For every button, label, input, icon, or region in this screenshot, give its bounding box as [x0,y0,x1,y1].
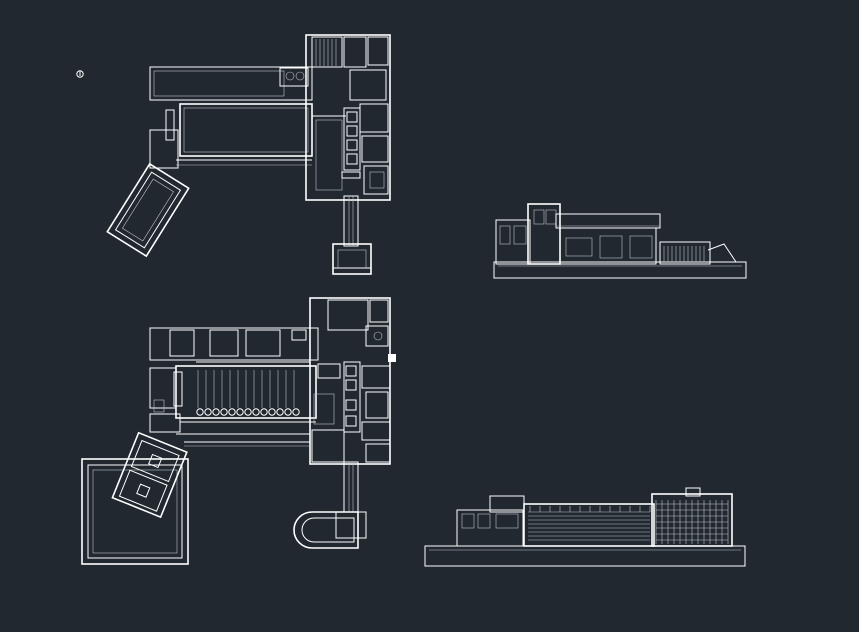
front-elevation [424,487,746,567]
north-marker-icon [76,70,84,78]
upper-floor-plan [106,34,391,275]
lower-floor-plan [81,297,396,565]
section-elevation [493,203,747,279]
